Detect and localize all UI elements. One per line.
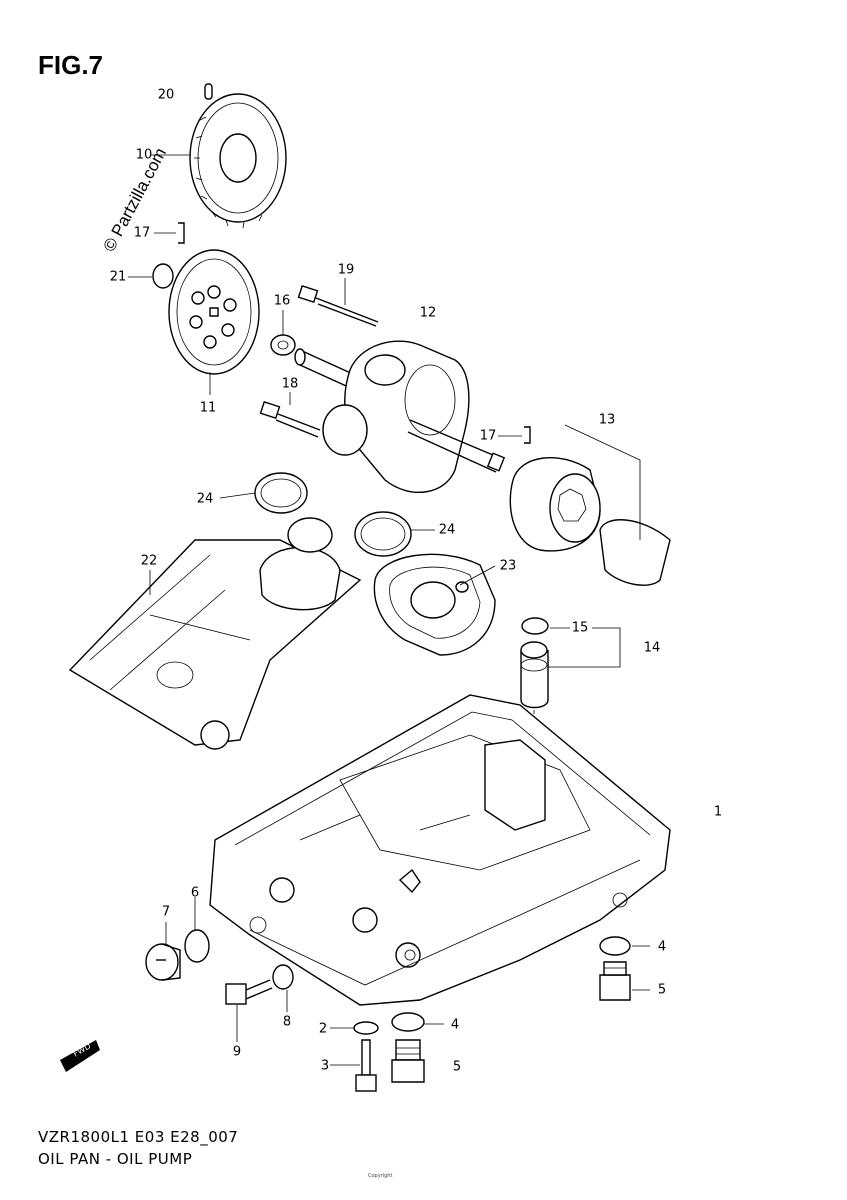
callout-21[interactable]: 21 xyxy=(109,269,127,285)
callout-22[interactable]: 22 xyxy=(140,553,158,569)
figure-title: FIG.7 xyxy=(38,50,104,80)
callout-4[interactable]: 4 xyxy=(657,939,667,955)
o-ring-part-15 xyxy=(521,617,549,635)
callout-17[interactable]: 17 xyxy=(133,225,151,241)
bolt-part-18 xyxy=(259,400,321,438)
callout-9[interactable]: 9 xyxy=(232,1044,242,1060)
callout-10[interactable]: 10 xyxy=(135,147,153,163)
pin-part-20 xyxy=(204,83,213,100)
key-part-17b xyxy=(524,426,531,444)
washer-part-16 xyxy=(270,334,296,356)
model-code: VZR1800L1 E03 E28_007 xyxy=(38,1128,239,1146)
diagram-caption: OIL PAN - OIL PUMP xyxy=(38,1150,193,1168)
oil-pan-part-1 xyxy=(209,694,671,1006)
callout-1[interactable]: 1 xyxy=(713,804,723,820)
baffle-part-22 xyxy=(68,517,362,750)
callout-4-lower[interactable]: 4 xyxy=(450,1017,460,1033)
callout-15[interactable]: 15 xyxy=(571,620,589,636)
gear-part-11 xyxy=(168,249,260,375)
bolt-part-19 xyxy=(297,284,379,327)
callout-23[interactable]: 23 xyxy=(499,558,517,574)
key-part-17a xyxy=(178,222,185,244)
callout-24-right[interactable]: 24 xyxy=(438,522,456,538)
gear-part-10 xyxy=(189,93,287,229)
washer-part-2 xyxy=(353,1021,379,1035)
callout-20[interactable]: 20 xyxy=(157,87,175,103)
pipe-part-14 xyxy=(520,641,549,760)
gasket-part-4b xyxy=(391,1012,425,1032)
gasket-part-8 xyxy=(272,964,294,990)
o-ring-part-24b xyxy=(354,511,412,557)
bolt-part-3 xyxy=(355,1039,377,1092)
circlip-part-21 xyxy=(152,263,174,289)
callout-2[interactable]: 2 xyxy=(318,1021,328,1037)
callout-8[interactable]: 8 xyxy=(282,1014,292,1030)
callout-18[interactable]: 18 xyxy=(281,376,299,392)
copyright-small-print: Copyright xyxy=(368,1173,393,1179)
callout-24[interactable]: 24 xyxy=(196,491,214,507)
rotor-part-13 xyxy=(509,424,671,586)
callout-11[interactable]: 11 xyxy=(199,400,217,416)
strainer-part-23 xyxy=(373,553,496,656)
gasket-part-4a xyxy=(599,936,631,956)
callout-13[interactable]: 13 xyxy=(598,412,616,428)
plug-part-7 xyxy=(145,943,181,981)
callout-19[interactable]: 19 xyxy=(337,262,355,278)
leader-lines xyxy=(128,154,650,1066)
bolt-part-9 xyxy=(225,979,273,1005)
callout-17-lower[interactable]: 17 xyxy=(479,428,497,444)
callout-16[interactable]: 16 xyxy=(273,293,291,309)
oil-pump-part-12 xyxy=(294,340,506,494)
callout-14[interactable]: 14 xyxy=(643,640,661,656)
callout-5[interactable]: 5 xyxy=(657,982,667,998)
callout-3[interactable]: 3 xyxy=(320,1058,330,1074)
gasket-part-6 xyxy=(184,929,210,963)
drain-plug-part-5b xyxy=(391,1039,425,1083)
callout-5-lower[interactable]: 5 xyxy=(452,1059,462,1075)
callout-7[interactable]: 7 xyxy=(161,904,171,920)
callout-12[interactable]: 12 xyxy=(419,305,437,321)
fwd-arrow-icon xyxy=(60,1040,100,1072)
drain-plug-part-5a xyxy=(599,961,631,1001)
callout-6[interactable]: 6 xyxy=(190,885,200,901)
